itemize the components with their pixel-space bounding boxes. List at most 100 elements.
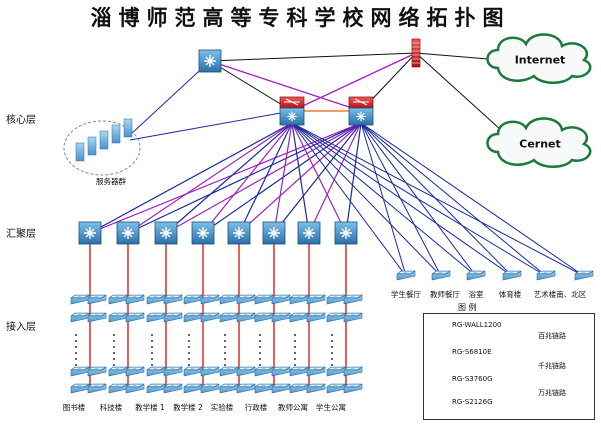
access-switch bbox=[343, 383, 363, 394]
continuation-dot bbox=[331, 346, 333, 348]
edge-switch bbox=[396, 270, 416, 281]
access-switch bbox=[125, 312, 145, 323]
continuation-dot bbox=[151, 364, 153, 366]
continuation-dot bbox=[259, 364, 261, 366]
continuation-dot bbox=[259, 346, 261, 348]
continuation-dot bbox=[75, 334, 77, 336]
access-switch bbox=[326, 294, 346, 305]
aggregation-layer-label: 汇聚层 bbox=[6, 229, 36, 240]
access-switch bbox=[289, 312, 309, 323]
access-switch bbox=[146, 366, 166, 377]
link bbox=[291, 122, 407, 277]
cernet-cloud-label: Cernet bbox=[519, 137, 561, 151]
access-switch bbox=[343, 294, 363, 305]
access-switch bbox=[146, 294, 166, 305]
access-switch bbox=[146, 383, 166, 394]
access-switch bbox=[200, 366, 220, 377]
link bbox=[360, 122, 442, 277]
continuation-dot bbox=[188, 334, 190, 336]
continuation-dot bbox=[224, 352, 226, 354]
legend-device-label: RG-S2126G bbox=[452, 398, 493, 406]
continuation-dot bbox=[224, 334, 226, 336]
link bbox=[209, 60, 293, 112]
edge-switch bbox=[536, 270, 556, 281]
continuation-dot bbox=[294, 334, 296, 336]
aggregation-switch bbox=[78, 221, 102, 245]
aggregation-switch bbox=[227, 221, 251, 245]
link bbox=[165, 122, 362, 234]
access-switch bbox=[87, 312, 107, 323]
link bbox=[345, 122, 362, 234]
aggregation-switch bbox=[297, 221, 321, 245]
continuation-dot bbox=[224, 364, 226, 366]
page-title: 淄博师范高等专科学校网络拓扑图 bbox=[90, 5, 511, 30]
continuation-dot bbox=[188, 346, 190, 348]
link bbox=[291, 122, 513, 277]
link bbox=[291, 52, 417, 112]
edge-switch bbox=[431, 270, 451, 281]
access-switch bbox=[163, 312, 183, 323]
access-switch bbox=[236, 383, 256, 394]
access-switch bbox=[289, 383, 309, 394]
continuation-dot bbox=[151, 352, 153, 354]
access-switch bbox=[163, 366, 183, 377]
continuation-dot bbox=[294, 352, 296, 354]
building-label: 图书楼 bbox=[62, 403, 86, 412]
core-layer-label: 核心层 bbox=[6, 115, 36, 126]
legend-link-label: 百兆链路 bbox=[538, 332, 566, 340]
link bbox=[291, 122, 347, 234]
continuation-dot bbox=[75, 340, 77, 342]
access-switch bbox=[326, 366, 346, 377]
continuation-dot bbox=[259, 340, 261, 342]
access-switch bbox=[306, 383, 326, 394]
access-switch bbox=[236, 294, 256, 305]
access-switch bbox=[125, 383, 145, 394]
access-switch bbox=[219, 383, 239, 394]
edge-site-label: 浴室 bbox=[468, 290, 484, 299]
access-switch bbox=[326, 312, 346, 323]
link bbox=[273, 122, 362, 234]
continuation-dot bbox=[259, 334, 261, 336]
edge-switch bbox=[466, 270, 486, 281]
access-switch bbox=[183, 366, 203, 377]
access-switch bbox=[219, 366, 239, 377]
access-switch bbox=[254, 294, 274, 305]
internet-cloud-label: Internet bbox=[514, 53, 566, 67]
access-switch bbox=[163, 383, 183, 394]
access-switch bbox=[343, 366, 363, 377]
edge-site-label: 学生餐厅 bbox=[391, 290, 421, 299]
continuation-dot bbox=[75, 352, 77, 354]
building-label: 教师公寓 bbox=[278, 403, 308, 412]
access-switch bbox=[183, 312, 203, 323]
continuation-dot bbox=[75, 358, 77, 360]
access-switch bbox=[219, 312, 239, 323]
edge-site-label: 体育楼 bbox=[498, 290, 522, 299]
continuation-dot bbox=[113, 346, 115, 348]
link bbox=[360, 122, 547, 277]
edge-switch bbox=[574, 270, 594, 281]
link bbox=[415, 52, 501, 61]
continuation-dot bbox=[151, 358, 153, 360]
cernet-cloud bbox=[486, 117, 592, 168]
continuation-dot bbox=[224, 346, 226, 348]
link bbox=[89, 122, 362, 234]
link bbox=[360, 122, 585, 277]
access-switch bbox=[271, 383, 291, 394]
link bbox=[360, 122, 513, 277]
continuation-dot bbox=[113, 334, 115, 336]
legend-title: 图 例 bbox=[458, 303, 477, 312]
link bbox=[129, 60, 211, 136]
legend-device-label: RG-S3760G bbox=[452, 375, 493, 383]
access-switch bbox=[219, 294, 239, 305]
access-switch bbox=[183, 383, 203, 394]
link bbox=[273, 122, 293, 234]
aggregation-switch bbox=[116, 221, 140, 245]
continuation-dot bbox=[294, 346, 296, 348]
access-switch bbox=[108, 383, 128, 394]
access-switch bbox=[289, 366, 309, 377]
continuation-dot bbox=[75, 364, 77, 366]
access-switch bbox=[108, 312, 128, 323]
legend-device-label: RG-S6810E bbox=[452, 348, 492, 356]
link bbox=[165, 122, 293, 234]
link bbox=[209, 52, 417, 62]
